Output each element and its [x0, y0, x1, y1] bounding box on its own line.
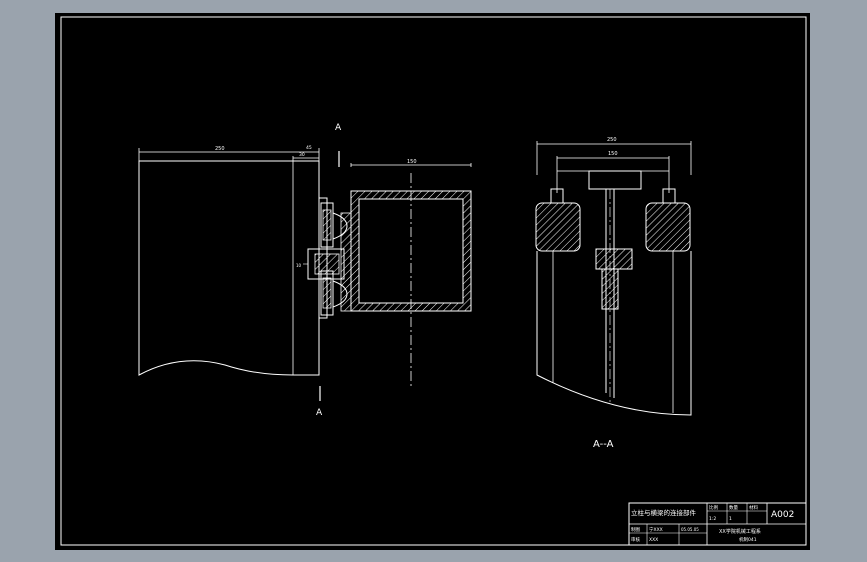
title-block-scale: 1:2: [709, 516, 716, 522]
roller-upper: [322, 209, 332, 241]
title-block-designer-name: 宁XXX: [649, 526, 663, 533]
dim-text-30: 30: [299, 152, 305, 158]
central-nut: [595, 248, 633, 270]
title-block-drawing-no: A002: [771, 510, 794, 520]
roller-upper-housing: [320, 202, 334, 248]
dim-text-section-overall: 250: [607, 137, 617, 143]
roller-lower: [322, 277, 332, 309]
section-title: A--A: [593, 439, 614, 450]
title-block-name: 立柱与横梁的连接部件: [631, 508, 697, 517]
title-block-school: XX学院机械工程系: [719, 528, 761, 535]
title-block-date: 05.05.05: [681, 527, 699, 532]
title-block-designer-label: 制图: [631, 526, 640, 533]
drawing-svg: 250 30 45 A A: [60, 16, 807, 546]
section-marker-top: A: [335, 123, 342, 133]
drawing-border: [60, 16, 807, 546]
drawing-canvas[interactable]: 250 30 45 A A: [55, 13, 810, 550]
roller-left: [535, 202, 581, 252]
title-block-checker-name: XXX: [649, 537, 658, 543]
title-block-checker-label: 审核: [631, 536, 640, 543]
column-body: [138, 160, 320, 376]
section-marker-bottom: A: [316, 408, 323, 418]
title-block-class: 机制041: [739, 536, 757, 543]
section-view: 250 150: [535, 137, 692, 450]
top-block: [588, 170, 642, 190]
dim-text-overall: 250: [215, 146, 225, 152]
title-block-material-header: 材料: [749, 504, 758, 511]
dim-text-section-inner: 150: [608, 151, 618, 157]
section-column-body: [536, 251, 692, 416]
central-shaft-hatch: [601, 268, 619, 310]
dim-text-45: 45: [306, 145, 312, 151]
title-block: 立柱与横梁的连接部件 比例 数量 材料 1:2 1 A002 制图 宁XXX 0…: [628, 502, 807, 546]
bolt-label: 10: [296, 263, 302, 268]
front-view: 250 30 45 A A: [138, 123, 472, 418]
title-block-qty-header: 数量: [729, 504, 738, 511]
roller-right: [645, 202, 691, 252]
tube-mount-plate: [340, 212, 352, 312]
title-block-qty: 1: [729, 516, 732, 522]
bolt-block-hatch: [314, 253, 340, 275]
title-block-scale-header: 比例: [709, 504, 718, 511]
dim-text-tube: 150: [407, 159, 417, 165]
